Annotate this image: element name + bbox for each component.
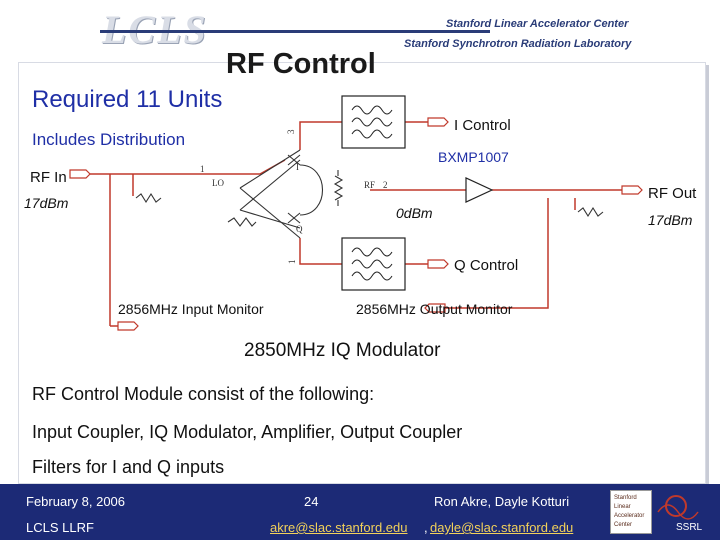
i-control-port [427,117,449,127]
slide-subtitle: Required 11 Units [32,86,223,113]
signal-wires [90,121,622,327]
slac-logo-line-1: Stanford [614,495,637,501]
lab-name-line1: Stanford Linear Accelerator Center [446,18,629,30]
footer-email-kotturi[interactable]: dayle@slac.stanford.edu [430,520,574,535]
footer-date: February 8, 2006 [26,494,126,509]
q-filter [341,237,406,291]
rf-in-level: 17dBm [24,195,69,211]
rf-out-label: RF Out [648,185,697,202]
pin-i: I [296,162,299,172]
pin-3: 3 [286,129,296,134]
pin-rf: RF [364,180,375,190]
slide-title: RF Control [226,48,376,80]
modulator-caption: 2850MHz IQ Modulator [244,340,441,361]
footer-page-number: 24 [304,494,319,509]
pin-1-bottom: 1 [287,260,297,265]
slide-header: LCLS Stanford Linear Accelerator Center … [0,0,720,60]
i-control-label: I Control [454,117,511,134]
q-control-port [427,259,449,269]
header-swoosh [100,30,490,33]
slide-subtitle-2: Includes Distribution [32,130,186,149]
output-monitor-label: 2856MHz Output Monitor [356,301,513,317]
pin-lo: LO [212,178,224,188]
rf-in-label: RF In [30,169,67,186]
input-monitor-port [117,321,139,331]
rf-out-level: 17dBm [648,212,693,228]
note-line-1: RF Control Module consist of the followi… [32,384,375,404]
rf-out-port [621,185,643,195]
footer-email-akre[interactable]: akre@slac.stanford.edu [270,520,408,535]
input-monitor-label: 2856MHz Input Monitor [118,301,264,317]
rf-in-port [69,169,91,179]
input-coupler-resistor [135,192,162,204]
iq-mixer-core [227,149,344,239]
pin-q: Q [296,224,303,234]
footer-email-separator: , [424,520,428,535]
slac-logo-line-2: Linear [614,504,631,510]
ssrl-logo-text: SSRL [676,522,703,533]
note-line-2: Input Coupler, IQ Modulator, Amplifier, … [32,422,463,442]
slide-footer: February 8, 2006 24 Ron Akre, Dayle Kott… [0,484,720,540]
pin-2: 2 [383,180,388,190]
slac-logo-line-4: Center [614,522,633,528]
i-filter [341,95,406,149]
slac-logo-line-3: Accelerator [614,513,645,519]
lcls-logo: LCLS [102,7,208,52]
footer-group: LCLS LLRF [26,520,94,535]
pin-1-top: 1 [200,164,205,174]
lab-name-line2: Stanford Synchrotron Radiation Laborator… [404,38,632,50]
ssrl-logo: SSRL [657,495,703,533]
note-line-3: Filters for I and Q inputs [32,457,225,477]
amplifier-triangle [465,177,494,203]
output-monitor-port [424,303,446,313]
footer-authors: Ron Akre, Dayle Kotturi [434,494,570,509]
amp-part-label: BXMP1007 [438,149,509,165]
amp-level-label: 0dBm [396,205,433,221]
output-coupler-resistor [577,206,604,218]
q-control-label: Q Control [454,257,518,274]
slac-logo: Stanford Linear Accelerator Center [610,490,652,534]
